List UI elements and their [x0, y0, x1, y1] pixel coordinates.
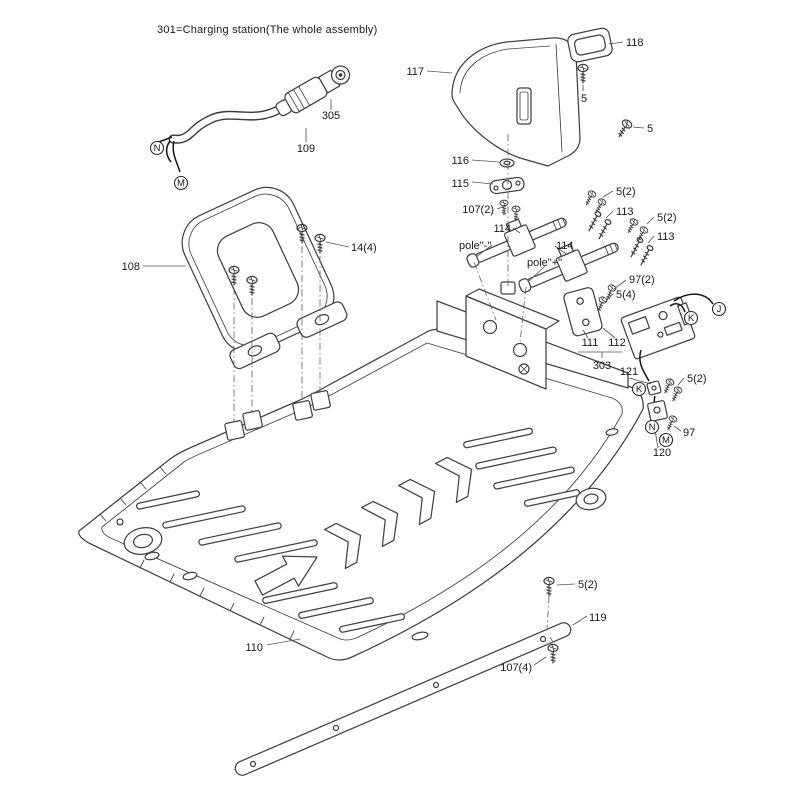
callout-marker-N-0: N — [149, 140, 165, 156]
part-label-113-13: 113 — [616, 206, 634, 218]
assembly-axes — [233, 134, 554, 643]
part-label-1074-31: 107(4) — [500, 662, 532, 674]
svg-text:M: M — [662, 435, 670, 446]
cable-clip-121 — [646, 380, 662, 396]
part-label-5-7: 5 — [647, 123, 653, 135]
part-label-52-14: 5(2) — [657, 212, 677, 224]
leader-lines — [143, 41, 685, 666]
svg-text:J: J — [717, 304, 722, 315]
part-label-114-16: 114 — [556, 240, 574, 252]
part-label-118-5: 118 — [626, 37, 644, 49]
part-label-109-1: 109 — [297, 143, 315, 155]
callout-marker-M-1: M — [173, 175, 189, 191]
svg-text:K: K — [688, 313, 695, 324]
part-label-303-23: 303 — [593, 360, 611, 372]
part-label-5-6: 5 — [581, 93, 587, 105]
part-label-111-21: 111 — [582, 337, 599, 349]
part-label-119-30: 119 — [589, 612, 607, 624]
part-label-116-8: 116 — [451, 155, 469, 167]
part-label-110-28: 110 — [245, 642, 263, 654]
part-label-52-25: 5(2) — [687, 373, 707, 385]
svg-text:N: N — [154, 143, 161, 154]
charge-contact-tower — [465, 281, 560, 390]
part-label-pole--17: pole"-" — [459, 240, 491, 252]
svg-text:M: M — [177, 178, 185, 189]
part-label-108-2: 108 — [122, 261, 140, 273]
svg-text:K: K — [636, 384, 643, 395]
callout-marker-N-5: N — [644, 419, 660, 435]
callout-marker-K-4: K — [631, 381, 647, 397]
base-mounting-bosses — [224, 390, 331, 441]
part-label-120-27: 120 — [653, 447, 671, 459]
bracket-plate-111-112 — [563, 287, 603, 337]
part-label-112-22: 112 — [608, 337, 626, 349]
part-label-52-29: 5(2) — [578, 579, 598, 591]
part-label-144-3: 14(4) — [351, 242, 377, 254]
callout-marker-J-2: J — [711, 301, 727, 317]
svg-text:N: N — [649, 422, 656, 433]
direction-chevrons — [254, 449, 483, 596]
part-label-52-12: 5(2) — [616, 186, 636, 198]
frame-118 — [567, 27, 613, 63]
part-label-pole+-18: pole"+" — [527, 257, 562, 269]
diagram-title: 301=Charging station(The whole assembly) — [157, 24, 377, 36]
handle-bracket-108 — [181, 186, 348, 370]
callout-marker-M-6: M — [658, 432, 674, 448]
part-label-121-24: 121 — [620, 366, 638, 378]
part-label-54-20: 5(4) — [616, 289, 636, 301]
contact-rod-negative-114 — [466, 217, 567, 268]
terminal-bracket-120 — [647, 400, 668, 422]
washer-116 — [499, 158, 515, 168]
deck-rib-slots — [136, 427, 619, 641]
part-label-305-0: 305 — [322, 110, 340, 122]
part-label-972-19: 97(2) — [629, 274, 655, 286]
part-labels-layer: 305 109 108 14(4) 117 118 5 5 116 115 107(2) 114 5(2… — [122, 37, 727, 674]
contact-plate-115 — [489, 176, 525, 195]
part-label-97-26: 97 — [683, 427, 695, 439]
part-label-114-11: 114 — [493, 223, 511, 235]
part-label-1072-10: 107(2) — [462, 204, 494, 216]
contact-rod-positive-114 — [518, 242, 619, 293]
cover-117 — [451, 37, 581, 167]
mounting-strip-119 — [234, 622, 572, 776]
part-label-113-15: 113 — [657, 231, 675, 243]
plug-connector-305 — [275, 65, 351, 117]
part-label-117-4: 117 — [406, 66, 424, 78]
deck-bosses-circles — [116, 487, 607, 555]
circuit-board-assembly — [620, 296, 696, 360]
power-cable-assembly — [156, 65, 351, 173]
callout-marker-K-3: K — [683, 310, 699, 326]
part-label-115-9: 115 — [451, 178, 469, 190]
